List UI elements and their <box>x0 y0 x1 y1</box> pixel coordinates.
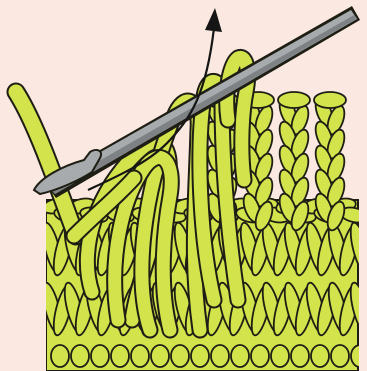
chain-link <box>111 345 129 367</box>
column-top-loop <box>278 92 310 108</box>
chain-link <box>151 345 169 367</box>
chain-link <box>211 345 229 367</box>
chain-link <box>231 345 249 367</box>
chain-link <box>271 345 289 367</box>
chain-link <box>91 345 109 367</box>
chain-link <box>331 345 349 367</box>
chain-link <box>171 345 189 367</box>
chain-link <box>191 345 209 367</box>
chain-link <box>131 345 149 367</box>
chain-link <box>51 345 69 367</box>
chain-link <box>311 345 329 367</box>
column-top-loop <box>314 92 346 108</box>
chain-link <box>251 345 269 367</box>
chain-link <box>291 345 309 367</box>
chain-link <box>71 345 89 367</box>
